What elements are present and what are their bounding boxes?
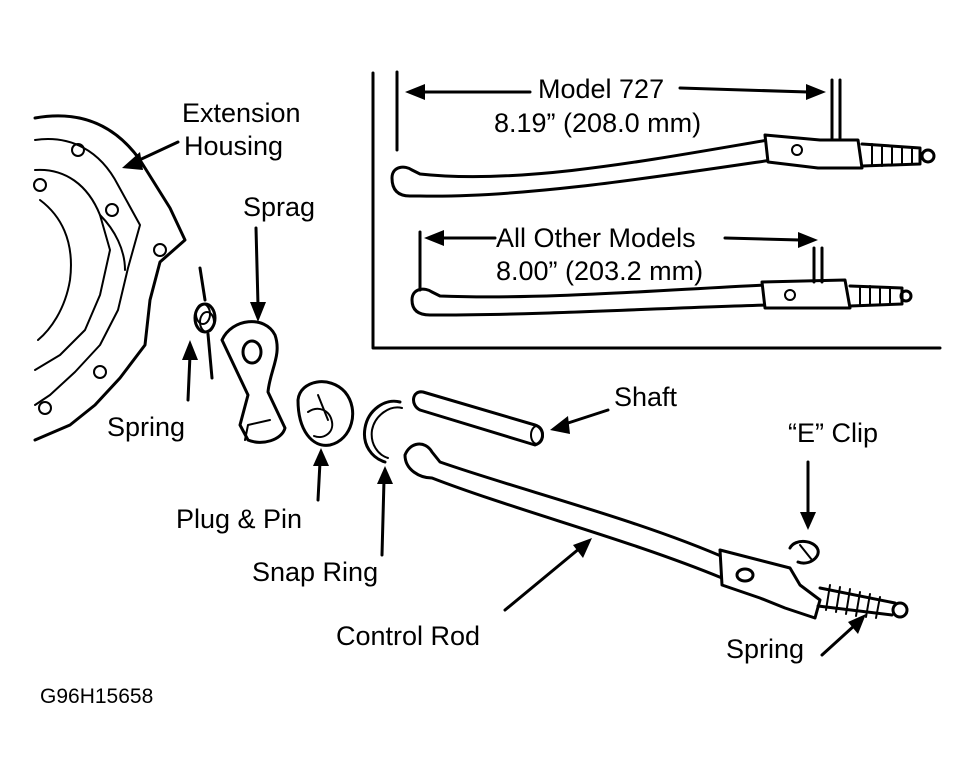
bolt-hole xyxy=(71,143,85,157)
sprag-arrow xyxy=(254,226,260,307)
shaft-part xyxy=(412,390,544,447)
control-rod-part xyxy=(403,442,909,620)
snap-ring-arrow xyxy=(380,478,386,557)
figure-id: G96H15658 xyxy=(40,685,154,708)
control-rod-arrow xyxy=(503,546,582,612)
inset-frame xyxy=(371,71,942,350)
model-727-label: Model 727 xyxy=(538,74,665,104)
shaft-label: Shaft xyxy=(614,382,678,412)
extension-housing-label-line1: Extension xyxy=(182,98,301,128)
sprag-label: Sprag xyxy=(243,192,316,222)
bolt-hole xyxy=(105,203,119,217)
spring-right-label: Spring xyxy=(726,634,805,664)
bolt-hole xyxy=(38,401,52,415)
other-models-rod xyxy=(410,246,913,317)
plug-pin-arrow xyxy=(316,460,322,502)
bolt-hole xyxy=(93,365,107,379)
snap-ring-part xyxy=(362,399,403,464)
shaft-arrow xyxy=(563,408,610,426)
bolt-hole xyxy=(33,178,47,192)
other-models-dimension: 8.00” (203.2 mm) xyxy=(496,256,704,286)
control-rod-label: Control Rod xyxy=(336,621,481,651)
spring-right-arrow xyxy=(820,623,857,657)
snap-ring-label: Snap Ring xyxy=(252,557,379,587)
extension-housing-label-line2: Housing xyxy=(184,131,284,161)
model-727-dimension: 8.19” (208.0 mm) xyxy=(494,108,702,138)
extension-housing xyxy=(33,114,187,442)
other-models-label: All Other Models xyxy=(496,223,696,253)
plug-pin-label: Plug & Pin xyxy=(176,504,303,534)
model-727-right-dim xyxy=(678,86,810,94)
spring-left-label: Spring xyxy=(107,412,186,442)
other-models-right-dim xyxy=(723,236,802,242)
sprag-part xyxy=(220,320,287,444)
e-clip-label: “E” Clip xyxy=(788,418,879,448)
spring-left-part xyxy=(193,266,217,380)
plug-and-pin-part xyxy=(296,380,355,447)
model-727-rod xyxy=(390,78,936,198)
bolt-hole xyxy=(153,243,167,257)
spring-left-arrow xyxy=(186,353,192,402)
extension-housing-arrow xyxy=(133,140,180,164)
